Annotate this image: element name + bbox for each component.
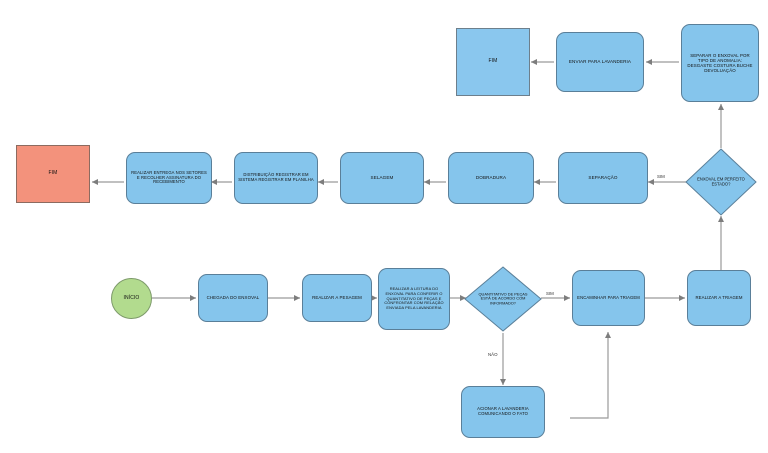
- node-selagem[interactable]: SELAGEM: [340, 152, 424, 204]
- edge-acionar-encaminhar: [570, 332, 611, 419]
- node-label: SEPARAÇÃO: [588, 175, 618, 181]
- node-separar-por-tipo[interactable]: SEPARAR O ENXOVAL POR TIPO DE ANOMALIA: …: [681, 24, 759, 102]
- edge-label-nao: NÃO: [488, 352, 498, 357]
- diamond-shape: [685, 148, 757, 216]
- node-label: INÍCIO: [123, 294, 140, 301]
- node-label: REALIZAR A PESAGEM: [312, 295, 362, 301]
- node-realizar-entrega[interactable]: REALIZAR ENTREGA NOS SETORES E RECOLHER …: [126, 152, 212, 204]
- node-label: FIM: [48, 170, 58, 177]
- node-label: QUANTITATIVO DE PEÇAS ESTÁ DE ACORDO COM…: [478, 291, 528, 306]
- node-decisao-quantitativo[interactable]: QUANTITATIVO DE PEÇAS ESTÁ DE ACORDO COM…: [464, 266, 542, 332]
- node-label: CHEGADA DO ENXOVAL: [206, 295, 260, 301]
- node-realizar-leitura[interactable]: REALIZAR A LEITURA DO ENXOVAL PARA CONFE…: [378, 268, 450, 330]
- node-chegada-enxoval[interactable]: CHEGADA DO ENXOVAL: [198, 274, 268, 322]
- node-realizar-triagem[interactable]: REALIZAR A TRIAGEM: [687, 270, 751, 326]
- node-label: DISTRIBUIÇÃO REGISTRAR EM SISTEMA REGIST…: [238, 172, 314, 182]
- node-label: FIM: [488, 58, 498, 65]
- node-label: REALIZAR A LEITURA DO ENXOVAL PARA CONFE…: [384, 286, 444, 310]
- diamond-shape: [464, 266, 542, 332]
- node-label: ENVIAR PARA LAVANDERIA: [568, 59, 632, 65]
- node-dobradura[interactable]: DOBRADURA: [448, 152, 534, 204]
- node-label: SELAGEM: [370, 175, 394, 181]
- node-encaminhar-triagem[interactable]: ENCAMINHAR PARA TRIAGEM: [572, 270, 645, 326]
- node-label: REALIZAR ENTREGA NOS SETORES E RECOLHER …: [131, 169, 207, 185]
- node-separacao[interactable]: SEPARAÇÃO: [558, 152, 648, 204]
- node-fim-vermelho[interactable]: FIM: [16, 145, 90, 203]
- node-fim-azul[interactable]: FIM: [456, 28, 530, 96]
- node-label: DOBRADURA: [475, 175, 507, 181]
- edge-label-sim-estado: SIM: [657, 174, 665, 179]
- node-inicio[interactable]: INÍCIO: [111, 278, 152, 319]
- node-acionar-lavanderia[interactable]: ACIONAR A LAVANDERIA COMUNICANDO O FATO: [461, 386, 545, 438]
- node-label: SEPARAR O ENXOVAL POR TIPO DE ANOMALIA: …: [687, 52, 753, 74]
- node-label: ACIONAR A LAVANDERIA COMUNICANDO O FATO: [477, 406, 529, 416]
- node-distribuicao[interactable]: DISTRIBUIÇÃO REGISTRAR EM SISTEMA REGIST…: [234, 152, 318, 204]
- edge-label-sim: SIM: [546, 291, 554, 296]
- node-label: ENCAMINHAR PARA TRIAGEM: [577, 294, 640, 300]
- node-enviar-lavanderia[interactable]: ENVIAR PARA LAVANDERIA: [556, 32, 644, 92]
- node-decisao-estado[interactable]: ENXOVAL EM PERFEITO ESTADO?: [685, 148, 757, 216]
- node-realizar-pesagem[interactable]: REALIZAR A PESAGEM: [302, 274, 372, 322]
- node-label: ENXOVAL EM PERFEITO ESTADO?: [697, 176, 745, 186]
- node-label: REALIZAR A TRIAGEM: [695, 295, 743, 301]
